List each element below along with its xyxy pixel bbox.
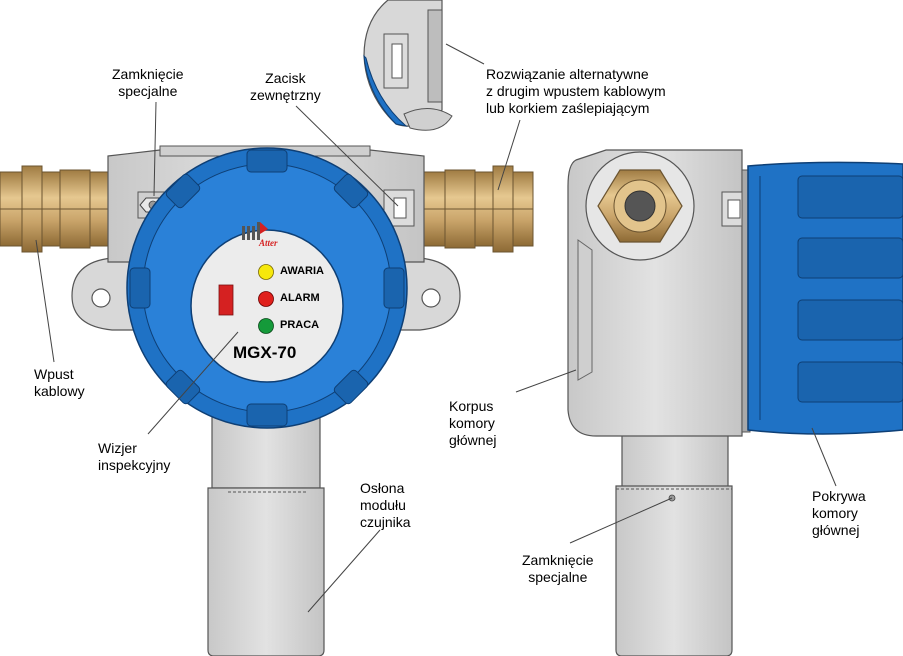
led-awaria: [258, 264, 274, 280]
side-view: [567, 149, 903, 656]
label-special-closure-bottom: Zamknięcie specjalne: [522, 552, 594, 585]
cable-gland-left: [0, 165, 109, 253]
brand-name: Atter: [259, 238, 278, 248]
leader-lines: [35, 43, 837, 613]
alternative-detail-inset: [363, 0, 453, 131]
label-cable-gland: Wpust kablowy: [34, 366, 85, 399]
brand-logo: [242, 222, 268, 240]
sensor-cover-side: [615, 413, 733, 656]
label-main-body: Korpus komory głównej: [449, 398, 497, 448]
cable-gland-right: [422, 165, 534, 253]
cable-gland-end: [585, 151, 695, 261]
external-clamp: [383, 189, 415, 227]
mount-hole-left: [91, 288, 111, 308]
indicator-label-awaria: AWARIA: [280, 265, 324, 277]
front-blue-cover: [126, 147, 408, 429]
mount-hole-right: [421, 288, 441, 308]
display-red-block: [218, 284, 234, 316]
led-praca: [258, 318, 274, 334]
led-alarm: [258, 291, 274, 307]
label-sensor-cover: Osłona modułu czujnika: [360, 480, 411, 530]
label-special-closure-top: Zamknięcie specjalne: [112, 66, 184, 99]
side-blue-cover: [747, 161, 903, 435]
front-panel: [218, 222, 274, 334]
model-name: MGX-70: [233, 343, 297, 362]
label-main-cover: Pokrywa komory głównej: [812, 488, 866, 538]
label-external-clamp: Zacisk zewnętrzny: [250, 70, 321, 103]
indicator-label-alarm: ALARM: [280, 292, 320, 304]
front-view: [0, 0, 534, 656]
label-alternative: Rozwiązanie alternatywne z drugim wpuste…: [486, 66, 666, 116]
indicator-label-praca: PRACA: [280, 319, 320, 331]
label-inspection-window: Wizjer inspekcyjny: [98, 440, 171, 473]
